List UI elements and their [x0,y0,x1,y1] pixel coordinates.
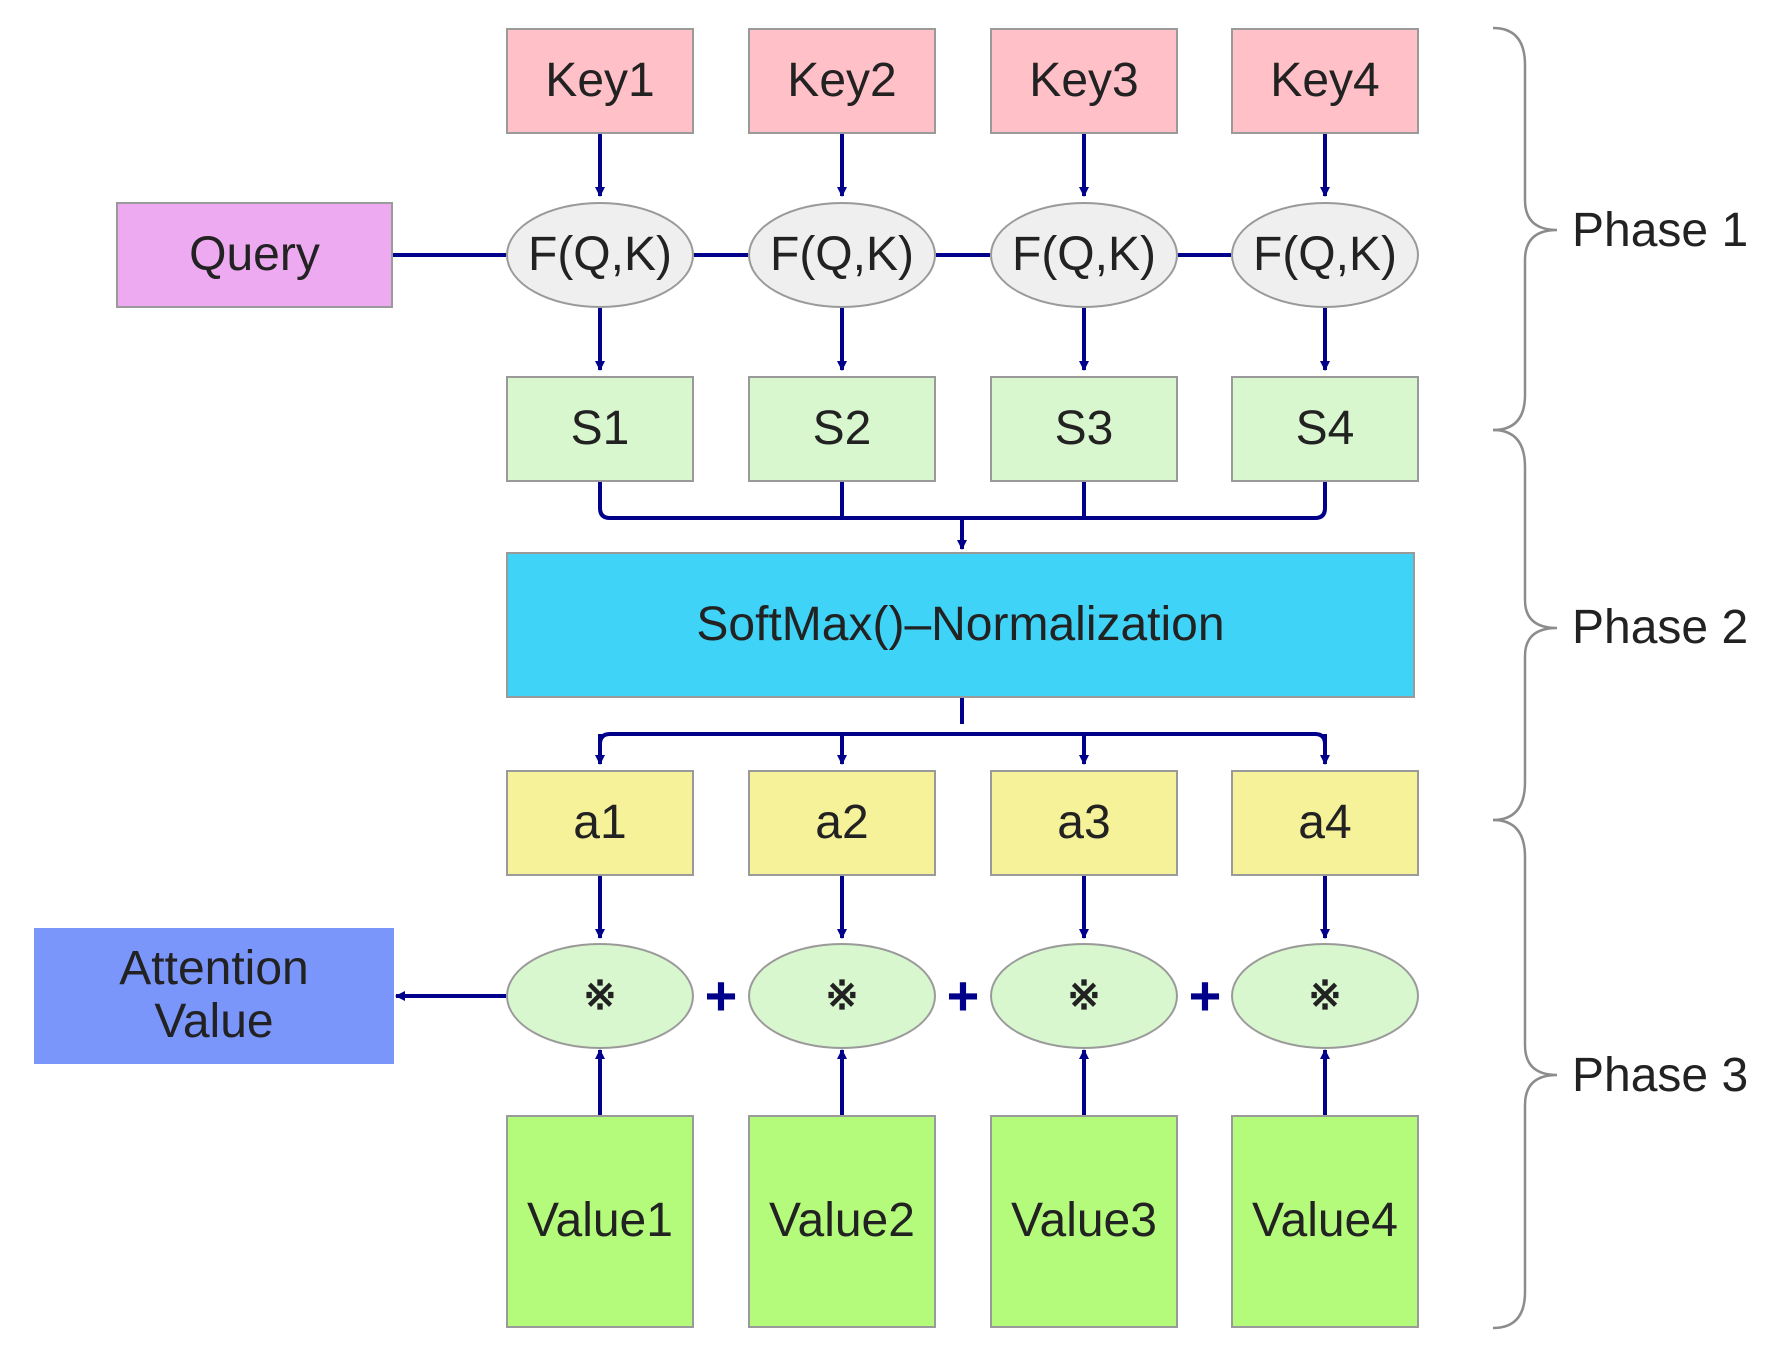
multiply-node-1: ※ [506,943,694,1049]
value-2-box: Value2 [748,1115,936,1328]
value-1-box: Value1 [506,1115,694,1328]
score-1-box: S1 [506,376,694,482]
multiply-node-4: ※ [1231,943,1419,1049]
similarity-fn-1: F(Q,K) [506,202,694,308]
plus-sign-1: + [704,964,738,1027]
brace-phase-3 [1492,818,1558,1330]
softmax-normalization-box: SoftMax()–Normalization [506,552,1415,698]
value-4-box: Value4 [1231,1115,1419,1328]
attention-value-line2: Value [154,995,274,1048]
phase-1-label: Phase 1 [1572,204,1749,257]
weight-2-box: a2 [748,770,936,876]
weight-4-box: a4 [1231,770,1419,876]
score-2-box: S2 [748,376,936,482]
similarity-fn-2: F(Q,K) [748,202,936,308]
attention-value-box: Attention Value [34,928,394,1064]
similarity-fn-4: F(Q,K) [1231,202,1419,308]
query-box: Query [116,202,393,308]
plus-sign-2: + [946,964,980,1027]
similarity-fn-3: F(Q,K) [990,202,1178,308]
brace-phase-1 [1492,26,1558,432]
attention-value-line1: Attention [119,942,309,996]
key-1-box: Key1 [506,28,694,134]
phase-2-label: Phase 2 [1572,601,1749,654]
key-3-box: Key3 [990,28,1178,134]
plus-sign-3: + [1188,964,1222,1027]
merge-scores-to-softmax [598,482,1327,520]
multiply-node-3: ※ [990,943,1178,1049]
multiply-node-2: ※ [748,943,936,1049]
weight-1-box: a1 [506,770,694,876]
score-4-box: S4 [1231,376,1419,482]
connectors [393,134,1330,1115]
brace-phase-2 [1492,428,1558,822]
phase-3-label: Phase 3 [1572,1049,1749,1102]
key-2-box: Key2 [748,28,936,134]
value-3-box: Value3 [990,1115,1178,1328]
score-3-box: S3 [990,376,1178,482]
split-to-weights [598,732,1327,762]
weight-3-box: a3 [990,770,1178,876]
key-4-box: Key4 [1231,28,1419,134]
phase-braces [1492,26,1558,1330]
